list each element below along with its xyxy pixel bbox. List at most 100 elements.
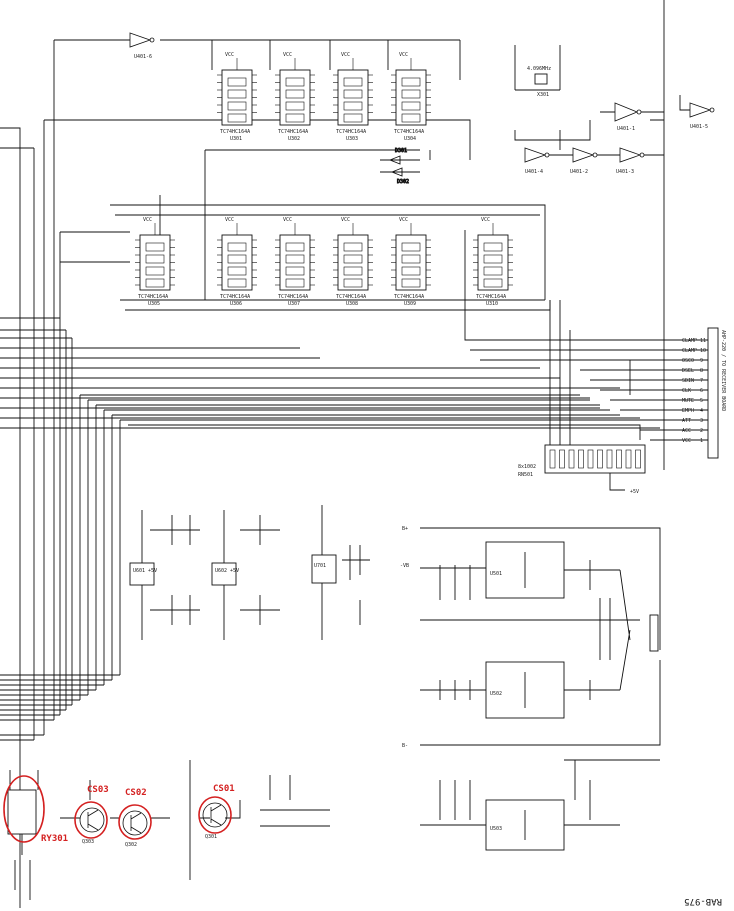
pin-number: 7 [700,378,703,384]
annotation-ry301: RY301 [41,834,68,844]
pin-name: SDIN [682,378,694,384]
pin-name: CLK [682,388,691,394]
connector-label: AHP-220 / TO RECEIVER BOARD [720,330,726,411]
ic-ref-label: U306 [230,301,242,307]
power-section: B+ B- -VB U501 U502 U503 [400,526,661,851]
pin-number: 5 [700,398,703,404]
ic-ref-label: U303 [346,136,358,142]
svg-text:U401-1: U401-1 [617,126,635,132]
pin-name: VCC [682,438,691,444]
ic-row-1: TC74HC164AU301VCCTC74HC164AU302VCCTC74HC… [160,39,471,160]
ic-part-label: TC74HC164A [220,294,250,300]
pin-number: 4 [700,408,703,414]
ic-ref-label: U310 [486,301,498,307]
svg-text:U401-4: U401-4 [525,169,543,175]
ic-vcc-label: VCC [341,52,350,58]
pin-name: ACC [682,428,691,434]
ic-part-label: TC74HC164A [394,129,424,135]
ic-vcc-label: VCC [225,217,234,223]
svg-text:X301: X301 [537,92,549,98]
ic-row-2: TC74HC164AU305VCCTC74HC164AU306VCCTC74HC… [59,195,551,318]
power-ic-u502: U502 [490,691,502,697]
transistor-q303: Q303 [82,839,94,845]
connector-pin: VCC 1 [682,438,703,444]
resistor-element [568,449,575,469]
pin-name: CLAMP [682,348,697,354]
svg-text:4.096MHz: 4.096MHz [527,66,551,72]
pin-number: 9 [700,358,703,364]
svg-text:U401-6: U401-6 [134,54,152,60]
svg-text:U701: U701 [314,563,326,569]
pin-number: 6 [700,388,703,394]
ic-part-label: TC74HC164A [336,294,366,300]
pin-name: DSEL [682,368,694,374]
resistor-element [549,449,556,469]
svg-text:U401-5: U401-5 [690,124,708,130]
resistor-element [625,449,632,469]
regulator-u601: U601 +5V [133,568,157,574]
ic-ref-label: U302 [288,136,300,142]
resistor-network-ref: RN501 [518,472,533,478]
resistor-element [635,449,641,469]
ic-ref-label: U308 [346,301,358,307]
regulator-u602: U602 +5V [215,568,239,574]
transistor-q301: Q301 [205,834,217,840]
ic-vcc-label: VCC [283,217,292,223]
ic-part-label: TC74HC164A [476,294,506,300]
pin-number: 3 [700,418,703,424]
power-ic-u501: U501 [490,571,502,577]
ic-ref-label: U304 [404,136,416,142]
resistor-element [616,449,622,469]
regulator-section: U601 +5V U602 +5V U701 [129,505,370,640]
relay-transistor-section: Q303 Q302 Q301 [7,760,330,900]
svg-text:D301: D301 [395,148,407,154]
annotation-cs02: CS02 [125,788,147,798]
ic-part-label: TC74HC164A [278,129,308,135]
svg-text:D302: D302 [397,179,409,185]
left-bus-lines [0,39,660,908]
pin-name: OSC0 [682,358,694,364]
pin-name: EMPH [682,408,694,414]
ic-vcc-label: VCC [481,217,490,223]
ic-part-label: TC74HC164A [336,129,366,135]
connector-pin: SDIN 7 [682,378,703,384]
pin-number: 10 [700,348,706,354]
resistor-network-vcc: +5V [630,489,639,495]
pin-number: 8 [700,368,703,374]
inverter-u401-6: U401-6 [129,32,155,60]
connector-pin: OSC0 9 [682,358,703,364]
ic-ref-label: U305 [148,301,160,307]
power-ic-u503: U503 [490,826,502,832]
page-number: RAB-975 [684,896,722,906]
annotation-cs03: CS03 [87,785,109,795]
ic-ref-label: U301 [230,136,242,142]
annotation-cs01: CS01 [213,784,235,794]
ic-vcc-label: VCC [225,52,234,58]
ic-ref-label: U309 [404,301,416,307]
ic-vcc-label: VCC [341,217,350,223]
red-annotations: CS03 CS02 CS01 RY301 [3,775,235,844]
ic-ref-label: U307 [288,301,300,307]
ic-vcc-label: VCC [143,217,152,223]
connector-pin: DSEL 8 [682,368,703,374]
ic-part-label: TC74HC164A [138,294,168,300]
ic-part-label: TC74HC164A [394,294,424,300]
ic-vcc-label: VCC [283,52,292,58]
ic-vcc-label: VCC [399,52,408,58]
pin-number: 1 [700,438,703,444]
middle-bus [80,394,641,440]
pin-number: 11 [700,338,706,344]
